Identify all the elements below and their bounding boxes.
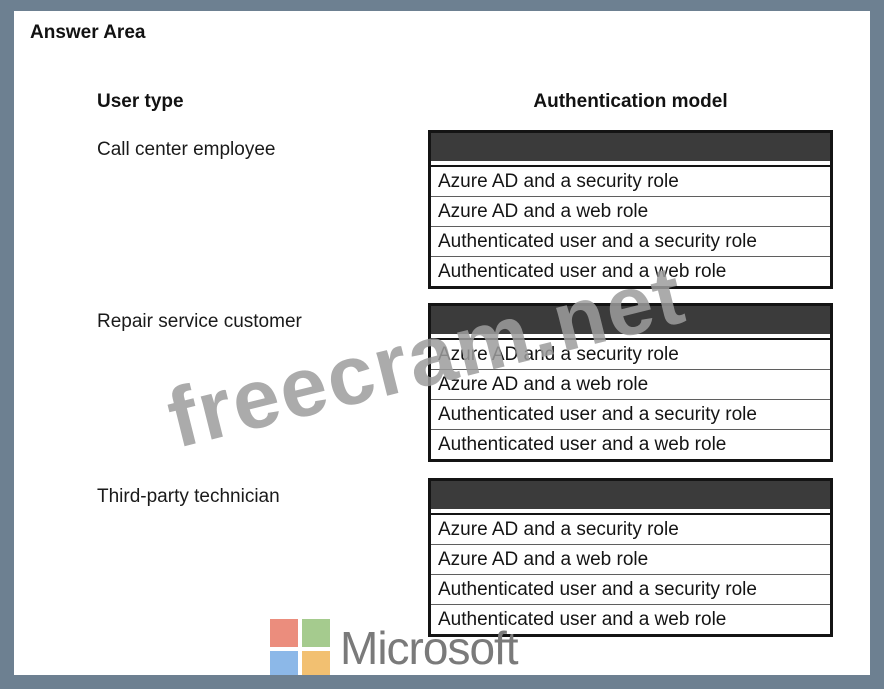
logo-square-yellow [302, 651, 330, 679]
column-header-authentication-model: Authentication model [533, 91, 728, 112]
column-header-user-type: User type [97, 91, 184, 112]
dropdown-option[interactable]: Authenticated user and a web role [431, 256, 830, 286]
auth-model-dropdown-call-center: Azure AD and a security role Azure AD an… [428, 130, 833, 289]
dropdown-option[interactable]: Authenticated user and a security role [431, 399, 830, 429]
dropdown-selected-value[interactable] [431, 306, 830, 338]
row-label-call-center-employee: Call center employee [97, 139, 276, 160]
answer-area-title: Answer Area [30, 22, 146, 43]
logo-square-green [302, 619, 330, 647]
dropdown-option[interactable]: Azure AD and a security role [431, 515, 830, 544]
row-label-repair-service-customer: Repair service customer [97, 311, 302, 332]
dropdown-selected-value[interactable] [431, 133, 830, 165]
dropdown-option[interactable]: Authenticated user and a web role [431, 429, 830, 459]
dropdown-options-list: Azure AD and a security role Azure AD an… [431, 338, 830, 459]
auth-model-dropdown-repair-service: Azure AD and a security role Azure AD an… [428, 303, 833, 462]
microsoft-logo-text: Microsoft [340, 622, 519, 674]
microsoft-logo: Microsoft [270, 619, 519, 679]
dropdown-option[interactable]: Authenticated user and a web role [431, 604, 830, 634]
dropdown-option[interactable]: Authenticated user and a security role [431, 574, 830, 604]
logo-square-red [270, 619, 298, 647]
row-label-third-party-technician: Third-party technician [97, 486, 280, 507]
logo-square-blue [270, 651, 298, 679]
dropdown-options-list: Azure AD and a security role Azure AD an… [431, 513, 830, 634]
dropdown-option[interactable]: Azure AD and a web role [431, 196, 830, 226]
auth-model-dropdown-third-party: Azure AD and a security role Azure AD an… [428, 478, 833, 637]
dropdown-option[interactable]: Azure AD and a web role [431, 544, 830, 574]
microsoft-logo-icon [270, 619, 330, 679]
dropdown-options-list: Azure AD and a security role Azure AD an… [431, 165, 830, 286]
dropdown-option[interactable]: Azure AD and a security role [431, 167, 830, 196]
dropdown-selected-value[interactable] [431, 481, 830, 513]
dropdown-option[interactable]: Azure AD and a web role [431, 369, 830, 399]
dropdown-option[interactable]: Authenticated user and a security role [431, 226, 830, 256]
dropdown-option[interactable]: Azure AD and a security role [431, 340, 830, 369]
